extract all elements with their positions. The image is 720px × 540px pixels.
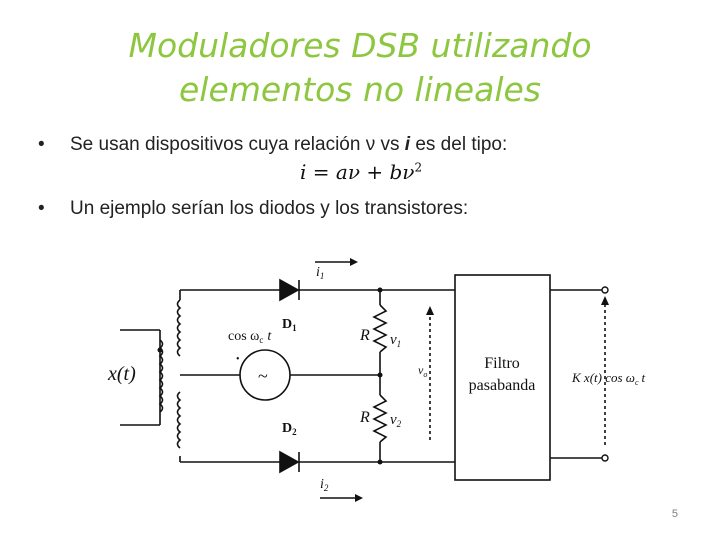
current2-arrowhead [355,494,363,502]
diode1-label: D [282,317,292,332]
filter-label-1: Filtro [484,355,520,372]
junction-dot [377,459,383,465]
svg-text:i1: i1 [316,265,324,281]
bullet-1-bold-i: i [404,134,411,155]
output-terminal-bottom [601,454,609,462]
output-label: K x(t) cos ω [571,370,635,385]
filter-label-2: pasabanda [469,377,536,394]
page-number: 5 [671,508,678,520]
voltage2-label: v [390,412,397,428]
formula: i = aν + bν2 [300,160,423,184]
svg-text:D2: D2 [282,421,297,437]
source-polarity-dot: • [236,354,240,365]
junction-dot [377,372,383,378]
title-line-2: elementos no lineales [179,70,541,109]
bullet-1-text-end: es del tipo: [410,134,508,155]
svg-text:D1: D1 [282,317,297,333]
resistor2-label: R [359,409,370,426]
svg-text:i2: i2 [320,477,329,493]
current2-label: i [320,477,324,492]
bullet-marker: • [38,198,45,219]
output-voltage-arrowhead [601,296,609,305]
current1-arrowhead [350,258,358,266]
current1-label: i [316,265,320,280]
diode2-label: D [282,421,292,436]
title-line-1: Moduladores DSB utilizando [128,26,592,65]
vo-arrowhead [426,306,434,315]
svg-text:v1: v1 [390,332,401,349]
polarity-dot [157,347,163,353]
carrier-label: cos ω [228,329,259,344]
bullet-marker: • [38,134,45,155]
bullet-1-text: Se usan dispositivos cuya relación ν vs [70,134,405,155]
svg-text:vo: vo [418,363,427,379]
source-symbol: ~ [258,366,268,386]
svg-text:K x(t) cos ωct: K x(t) cos ωct [571,370,646,387]
slide-title: Moduladores DSB utilizando elementos no … [60,24,660,112]
resistor1-label: R [359,327,370,344]
output-terminal-top [601,286,609,294]
bullet-2-text: Un ejemplo serían los diodos y los trans… [70,198,469,219]
junction-dot [377,287,383,293]
svg-text:cos ωct: cos ωct [228,329,272,345]
output-v-label: v [418,363,424,377]
input-label: x(t) [107,363,136,385]
svg-text:v2: v2 [390,412,402,429]
voltage1-label: v [390,332,397,348]
